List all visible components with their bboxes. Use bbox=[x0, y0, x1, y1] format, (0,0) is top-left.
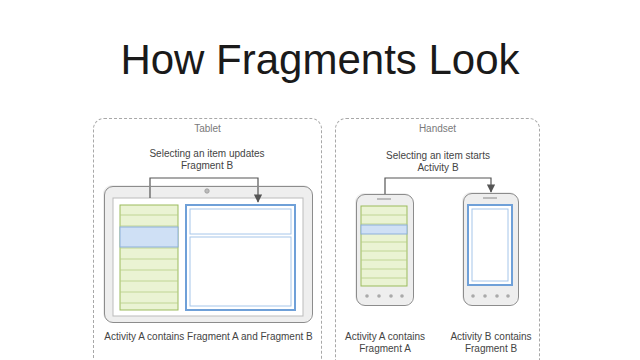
drawing-part bbox=[361, 225, 407, 234]
drawing-part bbox=[120, 205, 178, 310]
drawing-part bbox=[361, 260, 407, 261]
tablet-callout-bracket bbox=[150, 178, 258, 202]
drawing-part bbox=[120, 303, 178, 304]
phone-b-illustration bbox=[462, 192, 518, 305]
device-caption: Activity B contains Fragment B bbox=[441, 331, 541, 355]
drawing-part bbox=[120, 292, 178, 293]
drawing-part bbox=[361, 269, 407, 270]
drawing-part bbox=[377, 198, 391, 200]
phone-a-illustration bbox=[355, 193, 413, 305]
drawing-part bbox=[355, 193, 413, 305]
connector-arrow bbox=[385, 178, 491, 194]
drawing-part bbox=[471, 294, 475, 298]
tablet-illustration bbox=[103, 185, 312, 322]
drawing-part bbox=[377, 294, 381, 298]
region-heading: Tablet bbox=[94, 123, 321, 135]
drawing-part bbox=[186, 205, 295, 310]
drawing-part bbox=[400, 294, 404, 298]
drawing-part bbox=[361, 224, 407, 225]
edge-label: Selecting an item starts Activity B bbox=[381, 150, 495, 174]
drawing-part bbox=[472, 209, 508, 281]
phone-device: Activity B contains Fragment B bbox=[463, 193, 519, 306]
drawing-part bbox=[361, 251, 407, 252]
drawing-part bbox=[120, 259, 178, 260]
drawing-part bbox=[483, 294, 487, 298]
drawing-part bbox=[120, 215, 178, 303]
drawing-part bbox=[389, 294, 393, 298]
drawing-part bbox=[205, 189, 209, 193]
drawing-part bbox=[495, 294, 499, 298]
drawing-part bbox=[361, 206, 407, 286]
device-caption: Activity A contains Fragment A bbox=[335, 331, 435, 355]
drawing-part bbox=[120, 270, 178, 271]
drawing-part bbox=[462, 192, 518, 305]
callout-text: Selecting an item updates Fragment B bbox=[145, 148, 269, 172]
title: How Fragments Look bbox=[0, 38, 640, 82]
drawing-part bbox=[120, 227, 178, 247]
drawing-part bbox=[506, 294, 510, 298]
drawing-part bbox=[361, 242, 407, 243]
drawing-part bbox=[120, 226, 178, 227]
drawing-part bbox=[471, 294, 510, 298]
drawing-part bbox=[190, 209, 291, 234]
drawing-part bbox=[483, 197, 497, 199]
drawing-part bbox=[190, 237, 291, 306]
drawing-part bbox=[120, 248, 178, 249]
drawing-part bbox=[361, 215, 407, 216]
phone-device: Activity A contains Fragment A bbox=[356, 194, 414, 306]
drawing-part bbox=[103, 185, 312, 322]
region-heading: Handset bbox=[336, 123, 539, 135]
drawing-part bbox=[150, 178, 258, 202]
drawing-part bbox=[120, 281, 178, 282]
drawing-part bbox=[468, 205, 512, 285]
drawing-part bbox=[120, 215, 178, 216]
drawing-part bbox=[365, 294, 404, 298]
drawing-part bbox=[365, 294, 369, 298]
device-caption: Activity A contains Fragment A and Fragm… bbox=[104, 331, 314, 343]
drawing-part bbox=[361, 278, 407, 279]
drawing-part bbox=[113, 198, 303, 316]
tablet-device: Activity A contains Fragment A and Fragm… bbox=[104, 186, 313, 323]
drawing-part bbox=[361, 215, 407, 278]
